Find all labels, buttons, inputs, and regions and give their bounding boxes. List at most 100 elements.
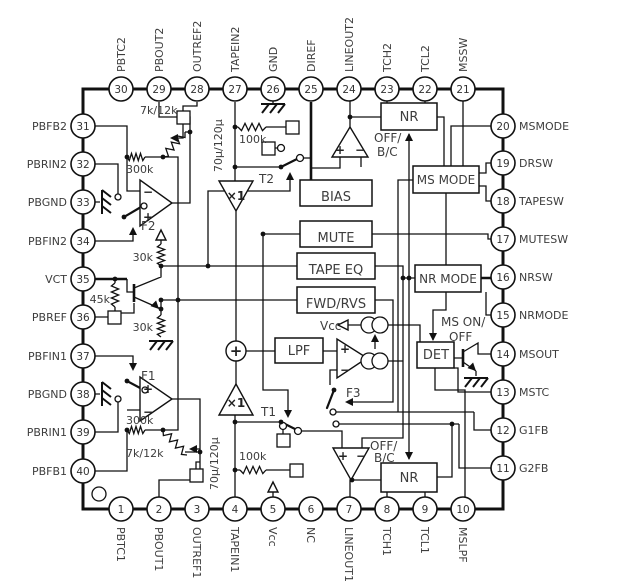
pin-circle (450, 496, 476, 522)
junction-dot (124, 427, 130, 433)
pin-label: PBTC2 (115, 37, 128, 72)
resistor-icon (155, 243, 167, 267)
fwd-rvs-block (296, 286, 376, 314)
opamp2-minus: − (143, 185, 153, 199)
pin-number: 15 (496, 310, 509, 322)
amplifiers (139, 125, 389, 493)
nr-top-block (380, 102, 438, 131)
pin-circle (70, 458, 96, 484)
resistor-icon (162, 132, 186, 158)
pin-number: 34 (76, 236, 90, 248)
arrowhead-icon (371, 334, 379, 342)
ms-mode-label: MS MODE (417, 173, 475, 187)
bias-block (299, 179, 373, 207)
pin-number: 7 (346, 504, 353, 516)
ms-mode-block (412, 165, 480, 194)
pin-number: 6 (308, 504, 315, 516)
mute-label: MUTE (318, 231, 355, 246)
off-bc-top-line1: OFF/ (374, 131, 402, 145)
nr-mode-block (414, 264, 482, 293)
opamp2-plus: + (143, 210, 153, 224)
arrowhead-icon (170, 134, 178, 142)
junction-dot (349, 477, 355, 483)
switch-f1-label: F1 (141, 369, 156, 383)
chip-outline (81, 87, 505, 511)
pin-circle (70, 419, 96, 445)
junction-dot (232, 419, 238, 425)
junction-dot (260, 231, 266, 237)
thick-wires (95, 102, 491, 367)
pad-icon (261, 141, 276, 156)
arrowhead-icon (467, 362, 476, 371)
opamp2-icon (139, 178, 174, 228)
junction-dot (347, 114, 353, 120)
blocks: BIAS MUTE TAPE EQ FWD/RVS LPF NR NR MS M… (274, 102, 482, 493)
pin-label: DIREF (305, 39, 318, 72)
resistor-icon (126, 424, 146, 436)
ground-icon (464, 377, 489, 388)
switch-levers (122, 157, 336, 431)
lpf-block (274, 337, 324, 364)
pin-6: 6NC (298, 496, 324, 543)
junction-dot (232, 124, 238, 130)
pin-label: PBGND (28, 196, 67, 209)
vcc-arrow-icon (154, 228, 168, 241)
resistor-7k12k-top-label: 7k/12k (140, 104, 178, 117)
pin-number: 30 (114, 84, 127, 96)
pin-number: 36 (76, 312, 90, 324)
arrowhead-icon (405, 452, 413, 460)
pin-label: NRMODE (519, 309, 568, 322)
pin-number: 10 (456, 504, 469, 516)
pin-circle (260, 76, 286, 102)
mute-block (299, 220, 373, 248)
pin-label: TCH1 (380, 526, 393, 556)
pin-number: 29 (152, 84, 165, 96)
resistor-icon (155, 314, 167, 338)
resistor-30k-upper-label: 30k (133, 251, 154, 264)
junction-dot (187, 129, 193, 135)
pin-label: LINEOUT1 (342, 527, 355, 582)
junction-dot (449, 421, 455, 427)
lineout1-minus: − (356, 449, 366, 463)
pin-label: PBOUT1 (152, 527, 165, 571)
pin-label: PBFB1 (32, 465, 67, 478)
pin-circle (222, 76, 248, 102)
arrowhead-icon (345, 398, 353, 406)
pin-label: DRSW (519, 157, 553, 170)
lineout2-plus: + (335, 143, 345, 157)
pad-icon (189, 468, 204, 483)
summing-plus: + (230, 342, 243, 360)
det-label: DET (423, 348, 449, 363)
current-mirror-icon (371, 316, 389, 334)
vcc-source-arrow-icon (336, 318, 349, 332)
current-mirror-icon (371, 352, 389, 370)
opamp1-minus: − (143, 405, 153, 419)
vcc-arrow-icon (266, 480, 280, 493)
pin-circle (70, 343, 96, 369)
junction-dot (197, 449, 203, 455)
lineout2-amp-icon (330, 125, 370, 158)
pin-number: 14 (496, 349, 510, 361)
buffer2-gain: ×1 (227, 189, 245, 203)
ground-icon (261, 103, 286, 114)
pin-circle (70, 381, 96, 407)
junction-dot (175, 297, 181, 303)
pin-circle (490, 226, 516, 252)
resistor-100k-bottom-label: 100k (239, 450, 267, 463)
pin-number: 9 (422, 504, 429, 516)
pin-circle (298, 496, 324, 522)
junction-dot (124, 378, 130, 384)
arrowhead-icon (286, 172, 294, 180)
resistor-icon (162, 429, 188, 456)
pin-number: 4 (232, 504, 239, 516)
junction-dot (278, 419, 284, 425)
arrowhead-icon (129, 363, 137, 371)
off-bc-bottom-line1: OFF/ (370, 439, 398, 453)
